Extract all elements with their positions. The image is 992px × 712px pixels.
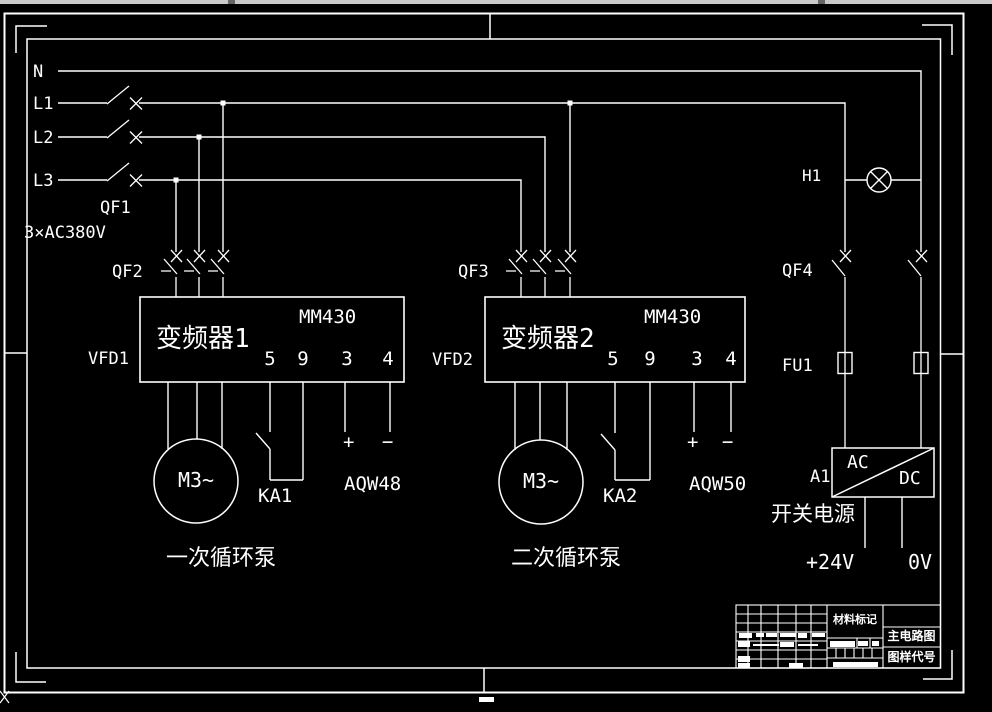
breaker-qf1-symbol <box>106 85 143 187</box>
rail-label-l3: L3 <box>33 171 54 191</box>
vfd2-minus-sign: − <box>722 431 734 453</box>
vfd1-terminal-9: 9 <box>297 348 309 370</box>
vfd2-tag: VFD2 <box>432 350 473 370</box>
vfd1-name: 变频器1 <box>156 324 250 354</box>
title-block-text-blobs <box>738 633 879 668</box>
title-block-code-label: 图样代号 <box>887 650 936 664</box>
vfd1-terminal-3: 3 <box>341 348 353 370</box>
analog-label-aqw48: AQW48 <box>344 473 402 495</box>
vfd1-tag: VFD1 <box>88 349 129 369</box>
vfd2-terminal-4: 4 <box>725 348 737 370</box>
title-block-grid <box>735 604 942 669</box>
drawing-frame <box>0 12 965 704</box>
rail-label-l1: L1 <box>33 94 54 114</box>
motor1-symbol <box>153 438 239 524</box>
breaker-label-qf2: QF2 <box>112 262 143 282</box>
psu-out-neg-label: 0V <box>908 550 933 574</box>
vfd2-model: MM430 <box>644 306 702 328</box>
title-block-drawing-title: 主电路图 <box>887 629 936 643</box>
relay-label-ka1: KA1 <box>258 485 293 507</box>
motor1-label: M3~ <box>177 468 215 492</box>
supply-voltage-label: 3×AC380V <box>24 223 106 243</box>
breaker-label-qf4: QF4 <box>782 261 813 281</box>
pump2-label: 二次循环泵 <box>511 546 622 571</box>
psu-tag-a1: A1 <box>810 467 831 487</box>
relay-ka1-contact <box>255 432 303 481</box>
rail-label-n: N <box>33 62 44 82</box>
lamp-icon <box>845 167 921 193</box>
window-edge-strip <box>0 0 992 4</box>
psu-name-label: 开关电源 <box>771 502 855 526</box>
psu-box <box>831 447 935 548</box>
vfd1-minus-sign: − <box>382 431 394 453</box>
vfd1-pins <box>167 382 391 480</box>
analog-label-aqw50: AQW50 <box>689 473 747 495</box>
vfd1-terminal-4: 4 <box>382 348 394 370</box>
breaker-label-qf3: QF3 <box>458 262 489 282</box>
vfd1-plus-sign: + <box>343 431 355 453</box>
breaker-qf4-symbol <box>831 249 928 448</box>
vfd1-terminal-5: 5 <box>264 348 276 370</box>
fuse-label-fu1: FU1 <box>782 356 813 376</box>
vfd1-box <box>139 296 405 383</box>
vfd2-terminal-3: 3 <box>691 348 703 370</box>
psu-dc-label: DC <box>899 468 921 489</box>
pump1-label: 一次循环泵 <box>166 546 277 571</box>
vfd2-name: 变频器2 <box>501 324 595 354</box>
breaker-label-qf1: QF1 <box>100 198 131 218</box>
fuse-icons <box>837 351 929 375</box>
vfd2-pins <box>514 382 732 480</box>
psu-out-pos-label: +24V <box>806 550 855 574</box>
breaker-qf3-symbol <box>506 249 577 297</box>
breaker-qf2-symbol <box>161 249 230 297</box>
rail-label-l2: L2 <box>33 128 54 148</box>
motor2-symbol <box>498 439 584 525</box>
title-block-material-label: 材料标记 <box>833 613 877 626</box>
vfd2-plus-sign: + <box>687 431 699 453</box>
motor2-label: M3~ <box>522 469 560 493</box>
junction-dots <box>173 100 573 183</box>
vfd2-terminal-5: 5 <box>607 348 619 370</box>
vfd2-terminal-9: 9 <box>644 348 656 370</box>
vfd1-model: MM430 <box>299 306 357 328</box>
power-rails <box>58 70 922 252</box>
lamp-label-h1: H1 <box>802 166 822 185</box>
edge-notch <box>818 0 825 4</box>
psu-ac-label: AC <box>847 452 869 473</box>
relay-label-ka2: KA2 <box>603 485 638 507</box>
relay-ka2-contact <box>600 433 650 481</box>
edge-notch <box>228 0 235 4</box>
